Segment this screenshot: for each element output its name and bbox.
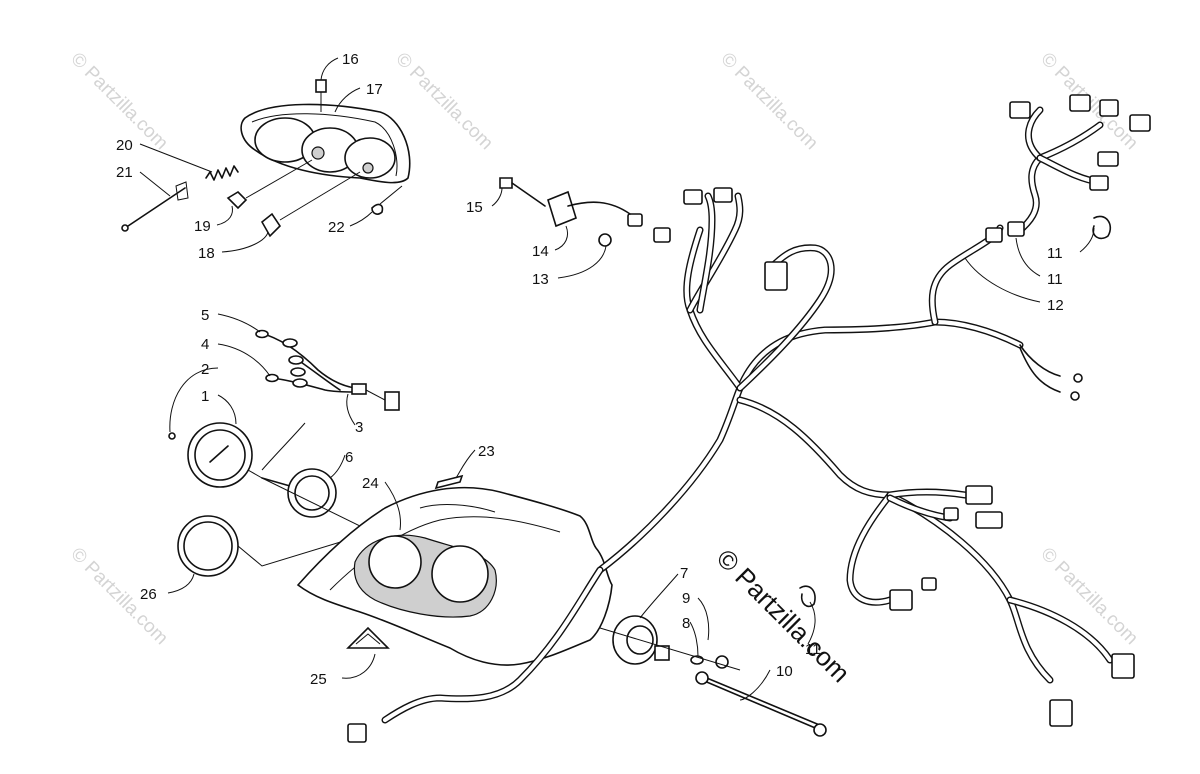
watermark-text: © Partzilla.com [716, 49, 821, 154]
callout-5: 5 [201, 307, 209, 324]
callout-22: 21 [116, 164, 133, 181]
watermark-text: © Partzilla.com [391, 49, 496, 154]
callout-7: 7 [680, 565, 688, 582]
callout-numbers: 16 17 20 21 19 18 22 15 14 13 11 11 12 5… [116, 51, 1064, 688]
callout-4: 4 [201, 336, 209, 353]
callout-21: 20 [116, 137, 133, 154]
callout-11-top: 11 [1047, 245, 1063, 262]
callout-17: 16 [342, 51, 359, 68]
callout-9: 9 [682, 590, 690, 607]
callout-26: 25 [310, 671, 327, 688]
harness-connectors [347, 94, 1151, 743]
callout-1: 1 [201, 388, 209, 405]
callout-3: 3 [355, 419, 363, 436]
callout-15: 14 [532, 243, 549, 260]
callout-16: 15 [466, 199, 483, 216]
gauge-assembly [168, 329, 461, 577]
callout-20: 19 [194, 218, 211, 235]
callout-27: 26 [140, 586, 157, 603]
misc-parts [499, 177, 1112, 737]
callout-23: 22 [328, 219, 345, 236]
callout-19: 18 [198, 245, 215, 262]
callout-25: 24 [362, 475, 379, 492]
callout-13: 12 [1047, 297, 1064, 314]
callout-14: 13 [532, 271, 549, 288]
leader-lines [139, 57, 1095, 701]
headlight-assembly [121, 79, 411, 238]
callout-8: 8 [682, 615, 690, 632]
callout-18: 17 [366, 81, 383, 98]
callout-11-bottom: 11 [805, 641, 821, 658]
callout-12: 11 [1047, 271, 1063, 288]
callout-24: 23 [478, 443, 495, 460]
callout-6: 6 [345, 449, 353, 466]
wiring-harness [381, 106, 1114, 724]
callout-10: 10 [776, 663, 793, 680]
instrument-hood [296, 474, 613, 666]
callout-2: 2 [201, 361, 209, 378]
